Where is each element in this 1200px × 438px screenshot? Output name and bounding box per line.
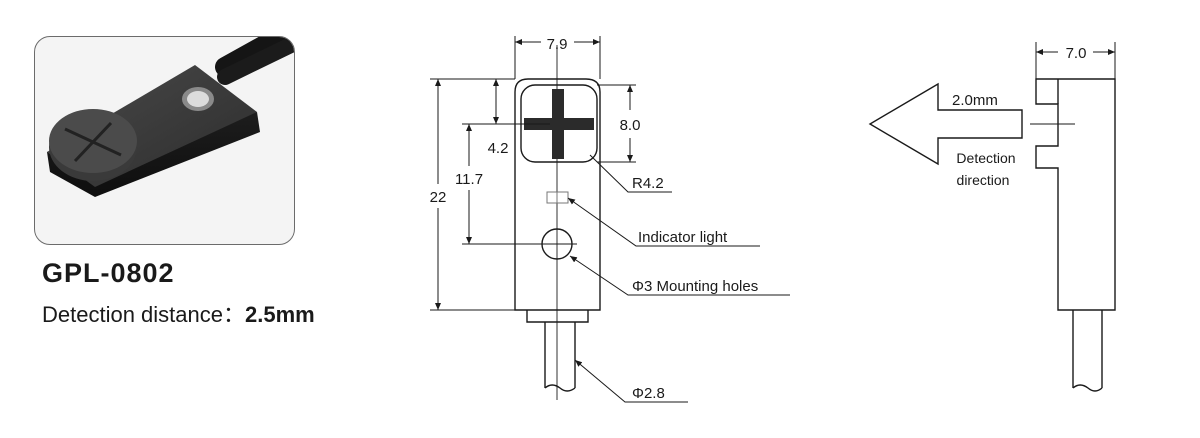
cable-label: Φ2.8: [632, 385, 665, 402]
radius-label: R4.2: [632, 175, 664, 192]
detection-arrow: [868, 82, 1023, 166]
front-body-outline: [514, 78, 601, 311]
side-width-label: 7.0: [1066, 45, 1087, 62]
side-cable: [1072, 310, 1103, 388]
front-height-label: 22: [430, 189, 447, 206]
direction-label-1: Detection: [956, 150, 1015, 166]
detection-label: Detection distance：: [42, 302, 245, 327]
detection-distance: Detection distance：2.5mm: [42, 297, 315, 329]
side-view: [868, 78, 1116, 392]
sensor-photo: [47, 37, 294, 197]
mounting-holes-label: Φ3 Mounting holes: [632, 278, 758, 295]
front-width-label: 7.9: [547, 36, 568, 53]
cap-size-label: 8.0: [620, 117, 641, 134]
cross-mark: [524, 89, 594, 159]
distance-label: 2.0mm: [952, 92, 998, 109]
indicator-label: Indicator light: [638, 229, 728, 246]
cap-offset-label: 4.2: [488, 140, 509, 157]
direction-label-2: direction: [957, 172, 1010, 188]
side-body-outline: [1035, 78, 1116, 311]
hole-offset-label: 11.7: [455, 171, 483, 188]
detection-value: 2.5mm: [245, 302, 315, 327]
product-photo-card: [34, 36, 295, 245]
model-name: GPL-0802: [42, 258, 175, 288]
front-cable: [526, 310, 589, 388]
